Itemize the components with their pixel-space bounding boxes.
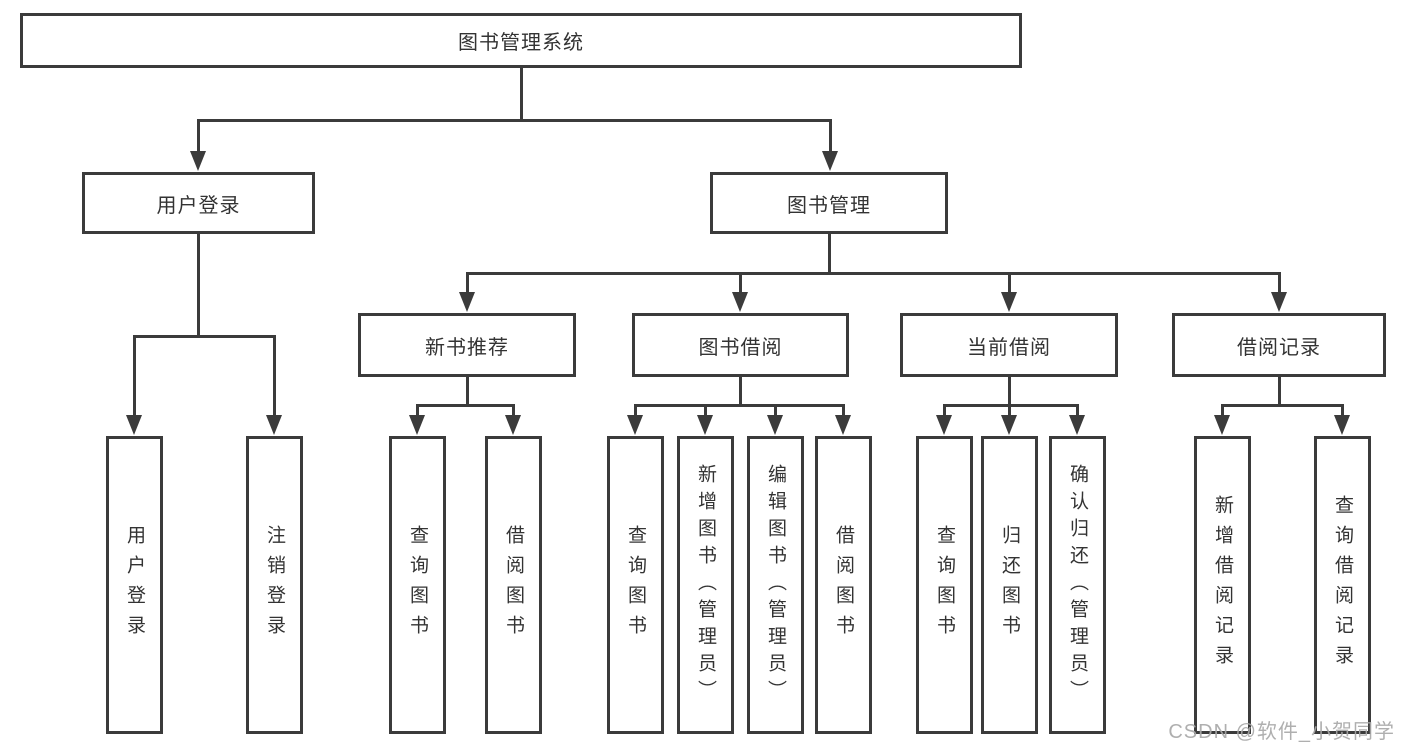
connector-line xyxy=(738,377,742,407)
node-user-login: 用户登录 xyxy=(82,172,315,234)
connector-line xyxy=(1277,273,1281,306)
node-leaf-borrow-books: 借阅图书 xyxy=(815,436,872,734)
arrowhead-down-icon xyxy=(697,415,713,435)
node-leaf-user-login: 用户登录 xyxy=(106,436,163,734)
arrowhead-down-icon xyxy=(1001,415,1017,435)
connector-line xyxy=(196,120,200,165)
node-book-borrowing: 图书借阅 xyxy=(632,313,849,377)
node-leaf-query-borrow-record: 查询借阅记录 xyxy=(1314,436,1371,734)
arrowhead-down-icon xyxy=(409,415,425,435)
connector-line xyxy=(132,334,276,338)
node-leaf-query-books-current: 查询图书 xyxy=(916,436,973,734)
connector-line xyxy=(1220,403,1344,407)
arrowhead-down-icon xyxy=(627,415,643,435)
node-leaf-edit-books-admin: 编辑图书（管理员） xyxy=(747,436,804,734)
node-leaf-add-books-admin: 新增图书（管理员） xyxy=(677,436,734,734)
node-root: 图书管理系统 xyxy=(20,13,1022,68)
node-leaf-add-borrow-record: 新增借阅记录 xyxy=(1194,436,1251,734)
connector-line xyxy=(942,403,1079,407)
arrowhead-down-icon xyxy=(1271,292,1287,312)
arrowhead-down-icon xyxy=(936,415,952,435)
arrowhead-down-icon xyxy=(266,415,282,435)
arrowhead-down-icon xyxy=(126,415,142,435)
arrowhead-down-icon xyxy=(459,292,475,312)
node-current-borrowing: 当前借阅 xyxy=(900,313,1118,377)
arrowhead-down-icon xyxy=(822,151,838,171)
connector-line xyxy=(272,336,276,429)
connector-line xyxy=(1007,377,1011,407)
connector-line xyxy=(828,120,832,165)
connector-line xyxy=(465,271,1281,275)
connector-line xyxy=(465,273,469,306)
arrowhead-down-icon xyxy=(1069,415,1085,435)
arrowhead-down-icon xyxy=(732,292,748,312)
connector-line xyxy=(738,273,742,306)
watermark: CSDN @软件_小贺同学 xyxy=(1168,721,1395,743)
node-leaf-borrow-books-rec: 借阅图书 xyxy=(485,436,542,734)
connector-line xyxy=(1007,273,1011,306)
connector-line xyxy=(196,234,200,338)
connector-line xyxy=(132,336,136,429)
arrowhead-down-icon xyxy=(767,415,783,435)
connector-line xyxy=(1277,377,1281,407)
connector-line xyxy=(196,118,832,122)
node-leaf-query-books-rec: 查询图书 xyxy=(389,436,446,734)
node-book-management: 图书管理 xyxy=(710,172,948,234)
connector-line xyxy=(465,377,469,407)
arrowhead-down-icon xyxy=(1334,415,1350,435)
node-borrowing-records: 借阅记录 xyxy=(1172,313,1386,377)
node-leaf-return-books: 归还图书 xyxy=(981,436,1038,734)
node-leaf-query-books-borrow: 查询图书 xyxy=(607,436,664,734)
arrowhead-down-icon xyxy=(1001,292,1017,312)
connector-line xyxy=(633,403,845,407)
arrowhead-down-icon xyxy=(835,415,851,435)
connector-line xyxy=(415,403,515,407)
arrowhead-down-icon xyxy=(1214,415,1230,435)
node-new-book-recommendation: 新书推荐 xyxy=(358,313,576,377)
connector-line xyxy=(519,68,523,122)
node-leaf-logout: 注销登录 xyxy=(246,436,303,734)
node-leaf-confirm-return-admin: 确认归还（管理员） xyxy=(1049,436,1106,734)
arrowhead-down-icon xyxy=(505,415,521,435)
arrowhead-down-icon xyxy=(190,151,206,171)
connector-line xyxy=(827,234,831,275)
